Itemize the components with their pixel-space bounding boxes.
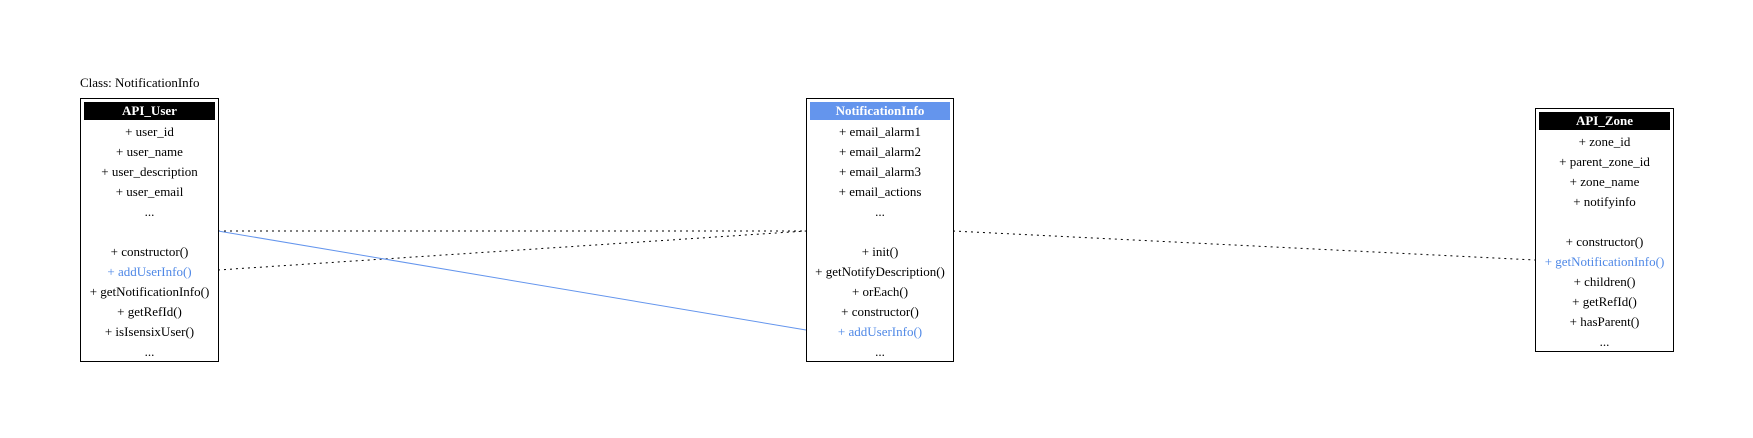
method: + getRefId() (117, 304, 182, 319)
attribute: + zone_name (1569, 174, 1640, 189)
method-highlighted: + getNotificationInfo() (1544, 254, 1665, 269)
section-gap (807, 222, 953, 242)
section-gap (81, 222, 218, 242)
class-header-api-user: API_User (84, 102, 215, 120)
method: + getRefId() (1572, 294, 1637, 309)
method-highlighted: + addUserInfo() (837, 324, 923, 339)
method: + init() (861, 244, 899, 259)
section-gap (1536, 212, 1673, 232)
attribute-ellipsis: ... (875, 204, 885, 219)
method: + constructor() (110, 244, 189, 259)
method-ellipsis: ... (875, 344, 885, 359)
attribute: + email_alarm3 (838, 164, 922, 179)
method: + getNotificationInfo() (89, 284, 210, 299)
attribute: + email_alarm2 (838, 144, 922, 159)
method: + orEach() (851, 284, 909, 299)
class-box-notification-info[interactable]: NotificationInfo + email_alarm1 + email_… (806, 98, 954, 362)
attribute: + parent_zone_id (1559, 154, 1650, 169)
attribute: + notifyinfo (1573, 194, 1636, 209)
attribute: + email_actions (838, 184, 922, 199)
dotted-edge-notificationinfo-to-zone (952, 230, 1536, 261)
attribute: + user_id (125, 124, 174, 139)
method-ellipsis: ... (1599, 334, 1610, 349)
method: + constructor() (1565, 234, 1644, 249)
method: + getNotifyDescription() (815, 264, 945, 279)
method: + children() (1573, 274, 1636, 289)
class-header-notification-info: NotificationInfo (810, 102, 950, 120)
class-box-api-user[interactable]: API_User + user_id + user_name + user_de… (80, 98, 219, 362)
class-header-api-zone: API_Zone (1539, 112, 1670, 130)
highlight-edge-adduserinfo (217, 230, 807, 331)
attribute: + email_alarm1 (838, 124, 922, 139)
method: + isIsensixUser() (104, 324, 195, 339)
method: + hasParent() (1569, 314, 1640, 329)
class-box-api-zone[interactable]: API_Zone + zone_id + parent_zone_id + zo… (1535, 108, 1674, 352)
attribute: + zone_id (1578, 134, 1631, 149)
attribute-ellipsis: ... (144, 204, 155, 219)
attribute: + user_description (101, 164, 198, 179)
diagram-title: Class: NotificationInfo (80, 75, 200, 90)
attribute: + user_name (116, 144, 183, 159)
dotted-edge-user-adduserinfo (217, 230, 807, 271)
method-highlighted: + addUserInfo() (107, 264, 192, 279)
method: + constructor() (841, 304, 919, 319)
attribute: + user_email (115, 184, 184, 199)
method-ellipsis: ... (144, 344, 155, 359)
